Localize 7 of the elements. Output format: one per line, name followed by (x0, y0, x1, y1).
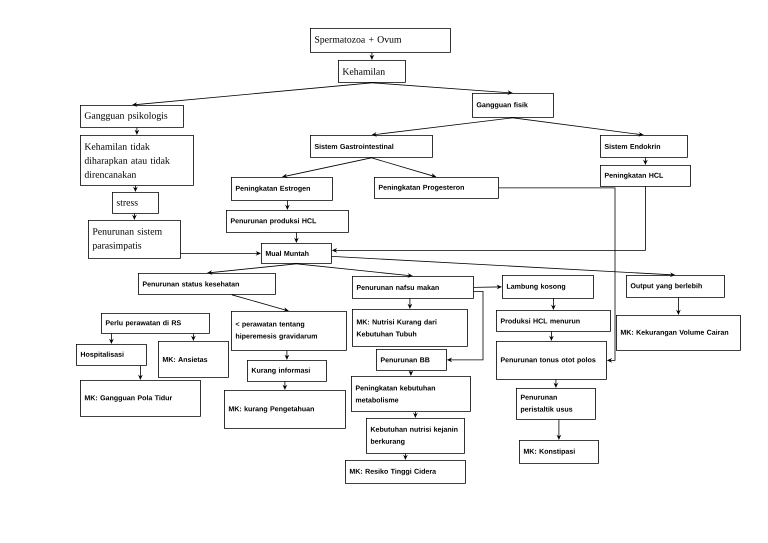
process-box: Kehamilan (338, 60, 406, 83)
process-box: Gangguan psikologis (80, 105, 184, 128)
arrow (498, 188, 616, 363)
process-box: Penurunan sistem parasimpatis (88, 220, 181, 259)
process-box: Kehamilan tidak diharapkan atau tidak direncanakan (80, 135, 194, 186)
process-box: Spermatozoa + Ovum (310, 28, 451, 53)
process-box: stress (112, 192, 159, 214)
